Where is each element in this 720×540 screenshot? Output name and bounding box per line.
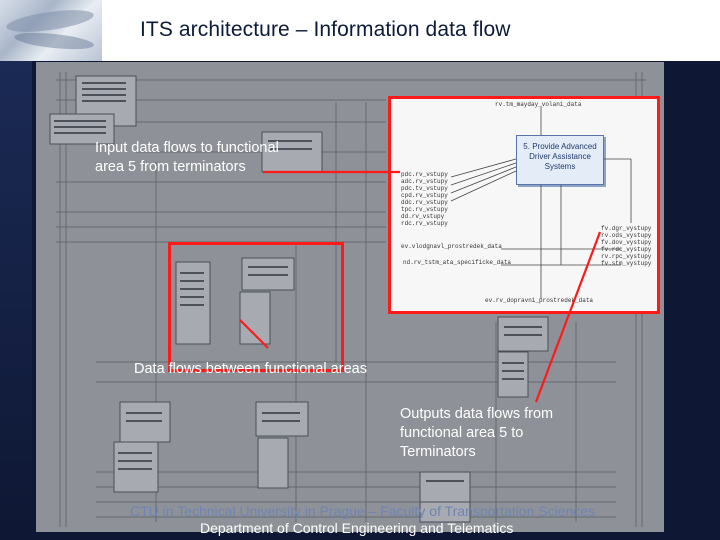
output-flows-list: fv.dgr_vystupy rv.ods_vystupy fv.dov_vys… <box>601 225 651 267</box>
slide-title: ITS architecture – Information data flow <box>140 18 511 41</box>
input-flow-item: pdc.tv_vstupy <box>401 185 448 192</box>
slide-header: ITS architecture – Information data flow <box>0 0 720 62</box>
zoom-flow-lines <box>450 107 632 299</box>
input-flows-list: pdc.rv_vstupy adc.rv_vstupy pdc.tv_vstup… <box>401 171 448 227</box>
output-flow-item: rv.ods_vystupy <box>601 232 652 239</box>
input-flow-item: rdc.rv_vstupy <box>401 220 448 227</box>
callout-arrow-between <box>239 319 269 349</box>
output-flow-item: fv.stm_vystupy <box>601 260 652 267</box>
flow-row-label: nd.rv_tstm_ata_specificke_data <box>403 259 512 266</box>
output-flow-item: fv.dgr_vystupy <box>601 225 652 232</box>
footer-university: CTU in Technical University in Prague – … <box>130 503 596 519</box>
input-flow-item: cpd.rv_vstupy <box>401 192 448 199</box>
callout-output-flows: Outputs data flows from functional area … <box>400 406 554 460</box>
zoom-panel-area5: rv.tm_mayday_volani_data 5. Provide Adva… <box>388 96 660 314</box>
input-flow-item: adc.rv_vstupy <box>401 178 448 185</box>
input-flow-item: pdc.rv_vstupy <box>401 171 448 178</box>
slide-side-band <box>0 61 32 540</box>
footer-department: Department of Control Engineering and Te… <box>200 520 514 536</box>
output-flow-item: rv.rpc_vystupy <box>601 253 652 260</box>
input-flow-item: dd.rv_vstupy <box>401 213 445 220</box>
input-flow-item: ddc.rv_vstupy <box>401 199 448 206</box>
highlight-between-areas <box>168 242 344 372</box>
callout-arrow-outputs <box>534 231 602 403</box>
university-logo <box>0 0 102 62</box>
callout-flows-between-areas: Data flows between functional areas <box>134 361 367 377</box>
callout-input-flows: Input data flows to functional area 5 fr… <box>95 140 279 175</box>
top-flow-label: rv.tm_mayday_volani_data <box>495 101 582 108</box>
input-flow-item: tpc.rv_vstupy <box>401 206 448 213</box>
output-flow-item: fv.rdc_vystupy <box>601 246 652 253</box>
flow-row-label: ev.vlodgnavl_prostredek_data <box>401 243 502 250</box>
functional-area-5-box: 5. Provide Advanced Driver Assistance Sy… <box>516 135 604 185</box>
flow-row-label: ev.rv_dopravni_prostredek_data <box>485 297 594 304</box>
output-flow-item: fv.dov_vystupy <box>601 239 652 246</box>
